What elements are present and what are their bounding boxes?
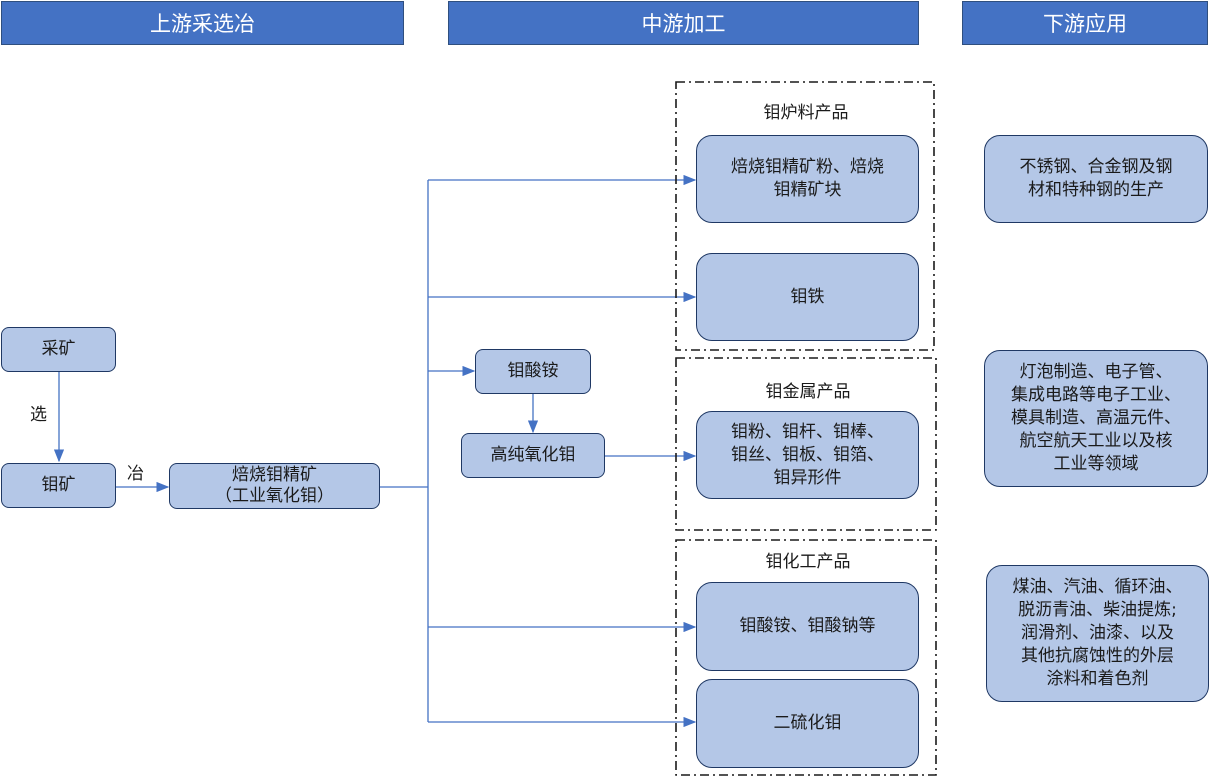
chemical-group-title: 钼化工产品 xyxy=(765,552,851,572)
ammonium-molybdate-box: 钼酸铵 xyxy=(475,349,591,394)
ore-box: 钼矿 xyxy=(1,463,116,508)
ferromolybdenum-box: 钼铁 xyxy=(696,253,919,341)
app-steel-box: 不锈钢、合金钢及钢 材和特种钢的生产 xyxy=(984,135,1208,223)
group-metal-border xyxy=(675,357,937,531)
header-midstream: 中游加工 xyxy=(448,1,919,45)
furnace-group-title: 钼炉料产品 xyxy=(763,103,849,123)
header-downstream: 下游应用 xyxy=(962,1,1208,45)
smelt-label: 冶 xyxy=(127,464,144,484)
roasted-concentrate-box: 焙烧钼精矿 （工业氧化钼） xyxy=(169,463,380,509)
app-petroleum-box: 煤油、汽油、循环油、 脱沥青油、柴油提炼; 润滑剂、油漆、以及 其他抗腐蚀性的外… xyxy=(986,565,1209,702)
group-furnace-border xyxy=(675,81,935,351)
high-purity-oxide-box: 高纯氧化钼 xyxy=(461,433,605,478)
app-electronics-box: 灯泡制造、电子管、 集成电路等电子工业、 模具制造、高温元件、 航空航天工业以及… xyxy=(984,350,1208,487)
roasted-powder-box: 焙烧钼精矿粉、焙烧 钼精矿块 xyxy=(696,135,919,223)
select-label: 选 xyxy=(30,405,47,425)
mos2-box: 二硫化钼 xyxy=(696,679,919,768)
metal-products-box: 钼粉、钼杆、钼棒、 钼丝、钼板、钼箔、 钼异形件 xyxy=(696,411,919,499)
molybdate-salts-box: 钼酸铵、钼酸钠等 xyxy=(696,582,919,671)
header-upstream: 上游采选冶 xyxy=(1,1,404,45)
metal-group-title: 钼金属产品 xyxy=(765,382,851,402)
mining-box: 采矿 xyxy=(1,327,116,372)
